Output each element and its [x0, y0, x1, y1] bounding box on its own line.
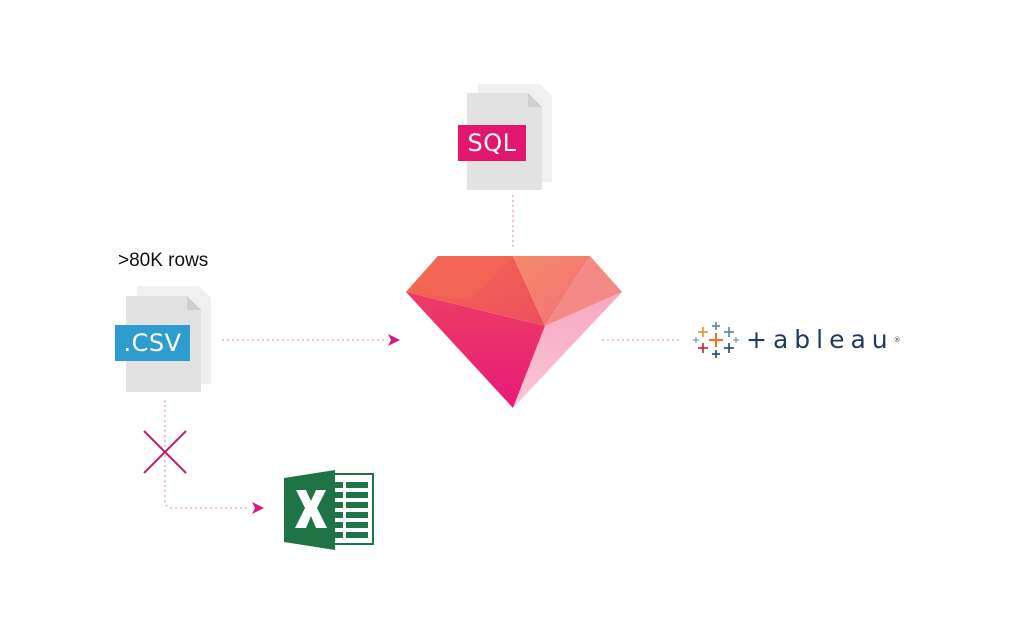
arrowhead-icon [388, 334, 400, 346]
rows-annotation: >80K rows [118, 250, 209, 271]
tableau-wordmark: +ableau® [746, 322, 901, 358]
gem-icon [406, 256, 622, 408]
tableau-wordmark-text: +ableau [746, 325, 894, 354]
arrowhead-icon [252, 502, 264, 514]
connector-csv-to-gem [222, 334, 400, 346]
tableau-registered-mark: ® [893, 336, 901, 344]
connector-csv-to-excel [164, 400, 264, 514]
sql-badge: SQL [458, 125, 526, 161]
tableau-logo-icon [693, 322, 739, 358]
csv-badge: .CSV [115, 325, 190, 361]
excel-icon [284, 470, 374, 550]
blocked-x-icon [143, 430, 187, 474]
